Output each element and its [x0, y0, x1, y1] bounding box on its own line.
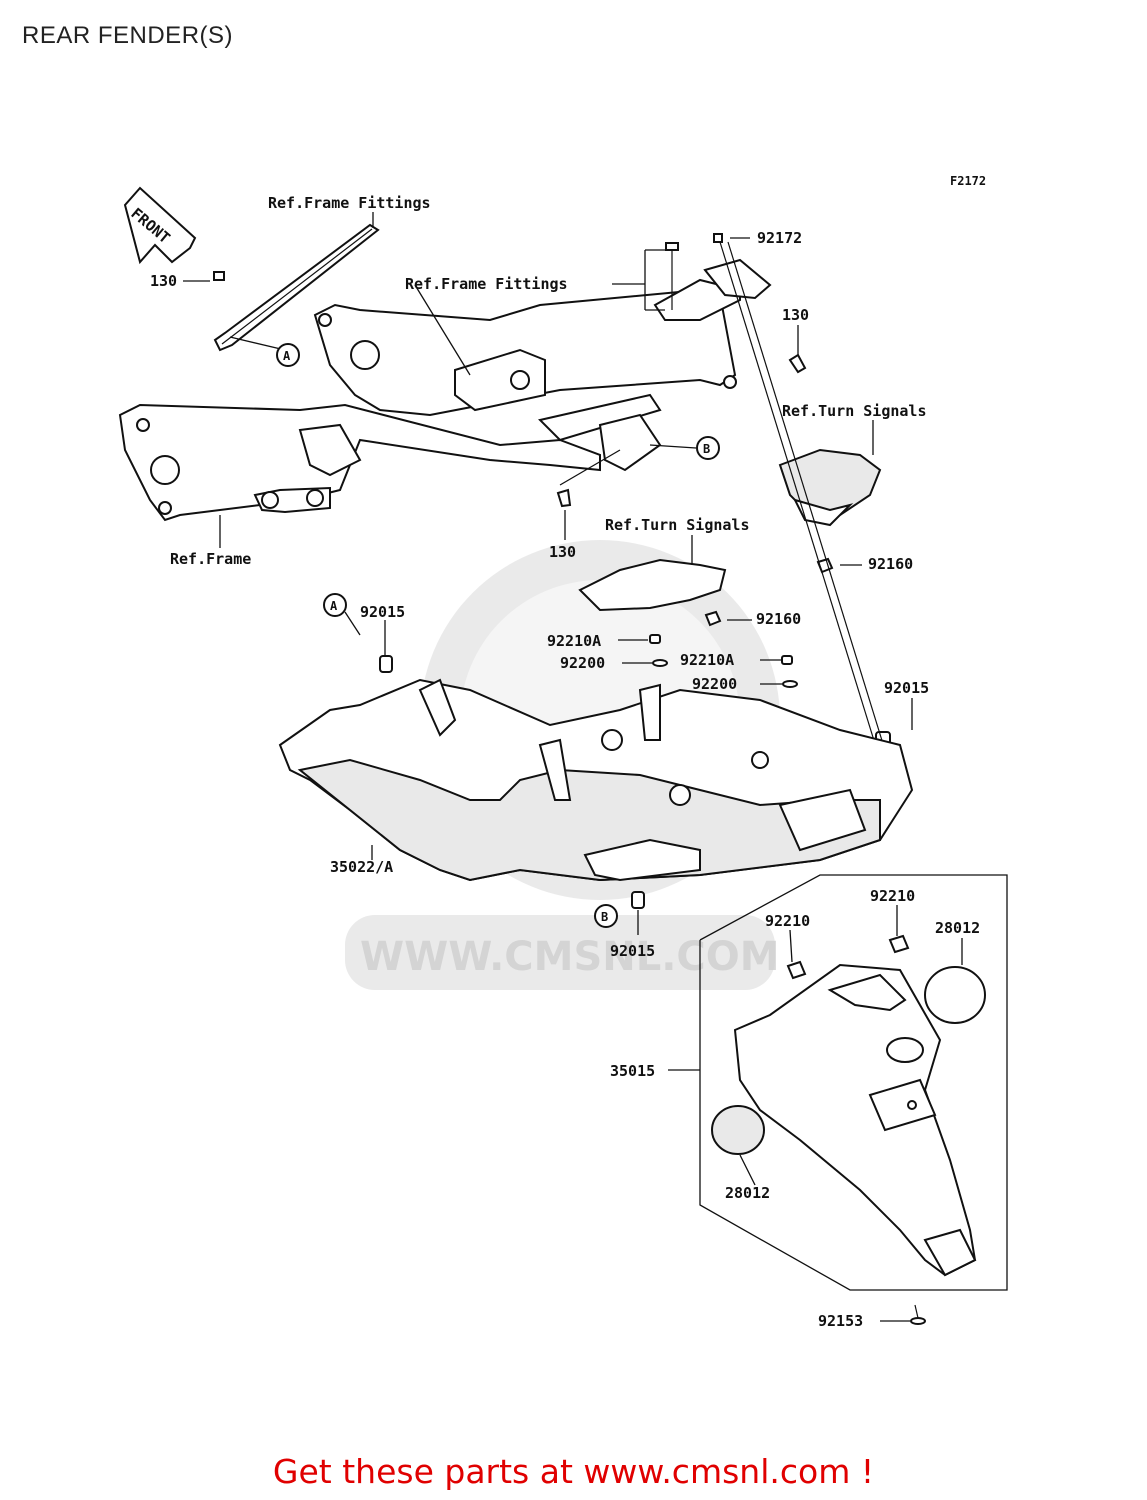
bolt-92172	[665, 233, 723, 310]
bolt-130-left	[213, 271, 225, 281]
part-92210a-left: 92210A	[547, 632, 601, 650]
svg-text:B: B	[703, 442, 710, 456]
part-92015-right: 92015	[884, 679, 929, 697]
turn-signal-middle	[578, 558, 727, 612]
nut-92210-right	[888, 934, 910, 954]
part-92210-right: 92210	[870, 887, 915, 905]
part-92200-right: 92200	[692, 675, 737, 693]
front-direction-arrow: FRONT	[123, 186, 197, 265]
callout-b-top: B	[696, 436, 720, 460]
part-92200-left: 92200	[560, 654, 605, 672]
damper-92015-bottom	[631, 891, 645, 909]
rear-frame-assembly	[118, 223, 772, 522]
ref-turn-signals-label-1: Ref.Turn Signals	[782, 402, 927, 420]
footer-link-text[interactable]: Get these parts at www.cmsnl.com !	[272, 1452, 875, 1491]
nut-92210a-left	[649, 634, 661, 644]
stay-rod	[719, 241, 881, 761]
svg-text:A: A	[330, 599, 338, 613]
part-130-right: 130	[782, 306, 809, 324]
part-35015: 35015	[610, 1062, 655, 1080]
callout-a-top: A	[276, 343, 300, 367]
reflector-28012-right	[924, 966, 986, 1024]
ref-frame-label: Ref.Frame	[170, 550, 251, 568]
svg-text:B: B	[601, 910, 608, 924]
part-130-mid: 130	[549, 543, 576, 561]
part-92153: 92153	[818, 1312, 863, 1330]
bolt-130-right	[788, 353, 807, 374]
page-title: REAR FENDER(S)	[22, 22, 234, 49]
part-92160-top: 92160	[868, 555, 913, 573]
washer-92200-right	[782, 680, 798, 688]
watermark-text: WWW.CMSNL.COM	[360, 934, 780, 980]
nut-92160-mid	[704, 610, 722, 627]
ref-frame-fittings-label-2: Ref.Frame Fittings	[405, 275, 568, 293]
ref-turn-signals-label-2: Ref.Turn Signals	[605, 516, 750, 534]
damper-92015-left	[379, 655, 393, 673]
turn-signal-right	[778, 448, 882, 527]
rear-fender-exploded-diagram: WWW.CMSNL.COM F2172 FRONT	[118, 174, 1008, 1330]
callout-b-bottom: B	[594, 904, 618, 928]
part-35022a: 35022/A	[330, 858, 393, 876]
washer-92200-left	[652, 659, 668, 667]
rear-fender-35022a	[278, 678, 914, 882]
bolt-130-mid	[556, 488, 572, 508]
leader-lines	[183, 212, 963, 1322]
part-130-left: 130	[150, 272, 177, 290]
part-28012-left: 28012	[725, 1184, 770, 1202]
part-92172: 92172	[757, 229, 802, 247]
part-92015-left: 92015	[360, 603, 405, 621]
nut-92210-left	[786, 960, 807, 980]
ref-frame-fittings-label-1: Ref.Frame Fittings	[268, 194, 431, 212]
reflector-28012-left	[711, 1105, 765, 1155]
callout-a-bottom: A	[323, 593, 347, 617]
figure-code: F2172	[950, 174, 986, 188]
svg-text:A: A	[283, 349, 291, 363]
part-92160-mid: 92160	[756, 610, 801, 628]
rear-fender-35015	[733, 963, 977, 1277]
part-92015-bottom: 92015	[610, 942, 655, 960]
part-92210a-right: 92210A	[680, 651, 734, 669]
bolt-92153	[910, 1304, 926, 1325]
part-92210-left: 92210	[765, 912, 810, 930]
part-28012-right: 28012	[935, 919, 980, 937]
nut-92210a-right	[781, 655, 793, 665]
group-outline-35015	[699, 874, 1008, 1291]
